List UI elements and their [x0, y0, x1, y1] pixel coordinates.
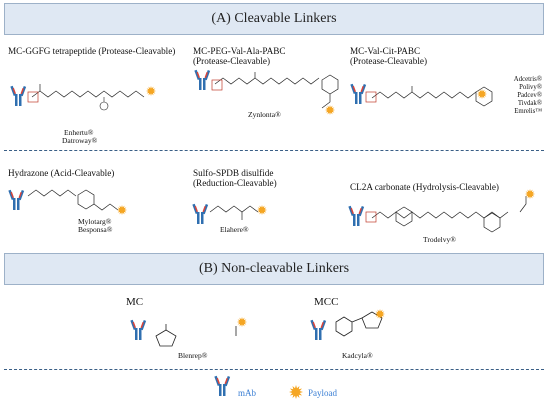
ggfg-payload-icon [146, 86, 156, 96]
payload-legend-glyph [289, 385, 303, 399]
noncleavable-linkers-banner: (B) Non-cleavable Linkers [4, 253, 544, 285]
cl2a-payload-icon [525, 189, 535, 199]
legend-payload-label: Payload [308, 388, 337, 398]
legend-mab-icon [214, 375, 231, 396]
ggfg-antibody-icon [10, 85, 27, 106]
val-cit-drug-4: Tivdak® [517, 100, 542, 107]
mc-drug: Blenrep® [178, 351, 208, 360]
legend-mab-label: mAb [238, 388, 256, 398]
cl2a-name: CL2A carbonate (Hydrolysis-Cleavable) [350, 182, 499, 192]
sulfo-spdb-payload-icon [257, 205, 267, 215]
peg-val-ala-name-1: MC-PEG-Val-Ala-PABC [193, 46, 286, 56]
sulfo-spdb-drug: Elahere® [220, 225, 249, 234]
peg-val-ala-name-2: (Protease-Cleavable) [193, 56, 271, 66]
sulfo-spdb-name-2: (Reduction-Cleavable) [193, 178, 277, 188]
hydrazone-payload-icon [117, 205, 127, 215]
ggfg-linker-name: MC-GGFG tetrapeptide (Protease-Cleavable… [8, 46, 176, 56]
hydrazone-antibody-icon [8, 189, 25, 210]
mcc-name: MCC [314, 296, 339, 308]
mc-payload-icon [237, 317, 247, 327]
val-cit-antibody-icon [350, 83, 367, 104]
val-cit-name-1: MC-Val-Cit-PABC [350, 46, 421, 56]
val-cit-drug-1: Adcetris® [513, 76, 542, 83]
ggfg-drug-1: Enhertu® [64, 128, 94, 137]
mab-legend-glyph [214, 375, 231, 396]
ggfg-drug-2: Datroway® [62, 136, 98, 145]
val-cit-drug-2: Polivy® [519, 84, 542, 91]
hydrazone-drug-1: Mylotarg® [78, 217, 112, 226]
mcc-payload-icon [375, 309, 385, 319]
sulfo-spdb-name-1: Sulfo-SPDB disulfide [193, 168, 274, 178]
val-cit-name-2: (Protease-Cleavable) [350, 56, 428, 66]
row-divider-1 [4, 150, 544, 151]
peg-val-ala-drug: Zynlonta® [248, 110, 281, 119]
cl2a-antibody-icon [348, 205, 365, 226]
peg-val-ala-payload-icon [325, 105, 335, 115]
peg-val-ala-antibody-icon [194, 69, 211, 90]
hydrazone-name: Hydrazone (Acid-Cleavable) [8, 168, 115, 178]
legend-payload-icon [289, 385, 303, 399]
val-cit-drug-3: Padcev® [517, 92, 542, 99]
sulfo-spdb-antibody-icon [192, 203, 209, 224]
val-cit-drug-5: Emrelis™ [514, 108, 542, 115]
cleavable-linkers-banner: (A) Cleavable Linkers [4, 3, 544, 35]
mc-name: MC [126, 296, 144, 308]
mc-antibody-icon [130, 319, 147, 340]
mcc-drug: Kadcyla® [342, 351, 373, 360]
cl2a-drug: Trodelvy® [423, 235, 456, 244]
section-a-title: (A) Cleavable Linkers [211, 11, 337, 26]
hydrazone-drug-2: Besponsa® [78, 225, 113, 234]
val-cit-payload-icon [477, 89, 487, 99]
section-b-title: (B) Non-cleavable Linkers [198, 261, 350, 276]
mcc-antibody-icon [310, 319, 327, 340]
legend-divider [4, 369, 544, 370]
